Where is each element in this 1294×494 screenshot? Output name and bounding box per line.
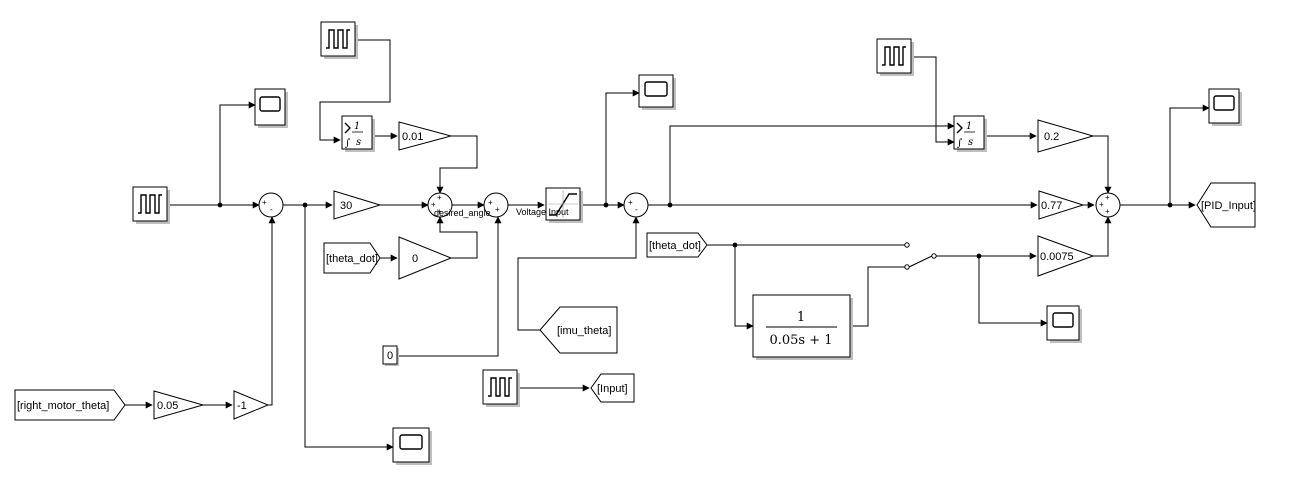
gain-value: -1	[237, 400, 247, 412]
sum-sign-plus: +	[495, 205, 500, 214]
sum-sign-plus: +	[437, 193, 442, 202]
integral-sign-icon: ∫	[345, 138, 350, 149]
gain-0-2[interactable]: 0.2	[1037, 119, 1095, 153]
gain-value: 0.05	[157, 400, 178, 412]
gain-value: 0	[412, 253, 418, 265]
scope-screen-icon	[399, 434, 423, 450]
sum-4[interactable]: + -	[623, 192, 649, 218]
integrator-numerator: 1	[354, 121, 360, 132]
goto-pid-input[interactable]: [PID_Input]	[1196, 182, 1256, 228]
signal-lines	[125, 39, 1210, 451]
tf-numerator: 1	[797, 310, 805, 325]
integrator-1[interactable]: 1 ∫ s	[341, 115, 375, 152]
pulse-wave-icon	[138, 194, 162, 214]
from-imu-theta[interactable]: [imu_theta]	[539, 306, 618, 354]
reset-trigger-icon	[344, 122, 351, 134]
integrator-denominator: s	[968, 137, 973, 148]
signal-label-desired-angle: desired_angle	[434, 208, 491, 218]
from-right-motor-theta[interactable]: [right_motor_theta]	[14, 389, 126, 421]
integrator-2[interactable]: 1 ∫ s	[953, 115, 987, 152]
pulse-generator-3[interactable]	[876, 38, 914, 76]
pulse-generator-4[interactable]	[482, 369, 520, 407]
sum-sign-minus: -	[270, 205, 273, 214]
gain-0-0075[interactable]: 0.0075	[1037, 235, 1095, 277]
transfer-function-block[interactable]: 1 0.05s + 1	[752, 294, 853, 360]
pulse-wave-icon	[488, 377, 512, 397]
scope-1[interactable]	[254, 88, 288, 128]
sum-sign-plus: +	[262, 198, 267, 207]
scope-2[interactable]	[638, 74, 676, 110]
from-tag-label: [theta_dot]	[326, 253, 378, 265]
sum-sign-plus: +	[431, 200, 436, 209]
sum-sign-minus: -	[635, 205, 638, 214]
scope-screen-icon	[1213, 95, 1235, 111]
gain-30[interactable]: 30	[333, 190, 382, 220]
pulse-wave-icon	[326, 29, 350, 49]
from-theta-dot-2[interactable]: [theta_dot]	[646, 232, 708, 258]
integral-sign-icon: ∫	[957, 138, 962, 149]
scope-5[interactable]	[392, 427, 432, 465]
manual-switch[interactable]	[904, 242, 940, 270]
scope-3[interactable]	[1208, 88, 1242, 126]
gain-0-77[interactable]: 0.77	[1038, 190, 1085, 220]
gain-value: 30	[340, 200, 352, 212]
gain-0[interactable]: 0	[398, 236, 453, 280]
sum-sign-plus: +	[1105, 207, 1110, 216]
branch-points	[217, 202, 1173, 259]
scope-4[interactable]	[1046, 305, 1082, 343]
gain-value: 0.0075	[1040, 251, 1074, 263]
sum-sign-plus: +	[1099, 200, 1104, 209]
gain-value: 0.01	[402, 131, 423, 143]
sum-5[interactable]: + + +	[1095, 192, 1121, 218]
sum-sign-plus: +	[437, 207, 442, 216]
from-theta-dot-1[interactable]: [theta_dot]	[323, 242, 381, 274]
gain-value: 0.2	[1044, 131, 1059, 143]
goto-input[interactable]: [Input]	[590, 373, 635, 403]
constant-zero[interactable]: 0	[382, 345, 399, 366]
switch-lever-icon	[908, 255, 933, 268]
pulse-wave-icon	[882, 46, 906, 66]
sum-1[interactable]: + -	[258, 192, 284, 218]
gain-value: 0.77	[1041, 200, 1062, 212]
sum-2[interactable]: + + +	[427, 192, 453, 218]
sum-sign-plus: +	[628, 198, 633, 207]
saturation-block[interactable]	[545, 187, 583, 223]
gain-0-01[interactable]: 0.01	[398, 121, 453, 151]
gain-neg-1[interactable]: -1	[233, 390, 270, 420]
pulse-generator-2[interactable]	[320, 21, 358, 59]
scope-screen-icon	[1052, 312, 1074, 328]
sum-sign-plus: +	[488, 198, 493, 207]
scope-screen-icon	[259, 96, 281, 112]
signal-label-voltage-input: Voltage Input	[516, 207, 569, 217]
scope-screen-icon	[644, 81, 668, 97]
sum-sign-plus: +	[1105, 193, 1110, 202]
goto-tag-label: [PID_Input]	[1201, 200, 1256, 212]
from-tag-label: [imu_theta]	[557, 325, 611, 337]
integrator-numerator: 1	[966, 121, 972, 132]
from-tag-label: [theta_dot]	[649, 240, 701, 252]
saturation-curve-icon	[549, 193, 577, 216]
constant-value: 0	[387, 350, 393, 362]
from-tag-label: [right_motor_theta]	[17, 400, 109, 412]
goto-tag-label: [Input]	[597, 383, 628, 395]
tf-denominator: 0.05s + 1	[769, 333, 832, 348]
reset-trigger-icon	[956, 122, 963, 134]
pulse-generator-1[interactable]	[132, 186, 170, 224]
gain-0-05[interactable]: 0.05	[153, 390, 205, 420]
sum-3[interactable]: + +	[483, 192, 509, 218]
integrator-denominator: s	[356, 137, 361, 148]
